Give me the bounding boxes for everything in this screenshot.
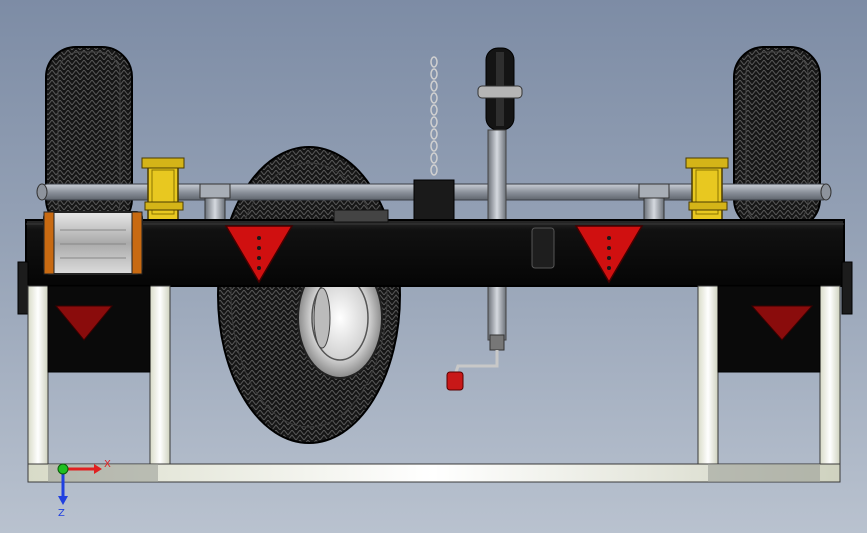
y-axis-dot [57, 463, 69, 475]
right-mudflap [717, 285, 821, 373]
right-hub-cap [820, 183, 832, 201]
coordinate-triad[interactable]: X Z [57, 459, 111, 519]
x-axis-label: X [104, 459, 111, 470]
left-hub-cap [36, 183, 48, 201]
post-right-inner [697, 285, 719, 465]
post-right-outer [819, 285, 841, 483]
axle-collar-right [638, 183, 670, 199]
frame-beam[interactable] [25, 219, 845, 287]
right-triangle-reflector [574, 225, 644, 284]
bottom-rail [27, 463, 841, 483]
z-axis-label: Z [58, 508, 65, 519]
jockey-handle[interactable] [446, 371, 464, 391]
chain-mount [413, 179, 455, 221]
bottom-rail-shadow-right [708, 464, 820, 482]
right-spring-bracket[interactable] [685, 157, 729, 223]
left-wheel[interactable] [45, 46, 133, 230]
jockey-stem-foot [489, 334, 505, 351]
left-spring-bracket[interactable] [141, 157, 185, 223]
safety-chain[interactable] [430, 56, 438, 176]
x-axis-arrowhead [94, 464, 102, 474]
post-left-outer [27, 285, 49, 483]
beam-clamp [333, 209, 389, 223]
right-wheel[interactable] [733, 46, 821, 230]
jockey-crank[interactable] [454, 350, 499, 373]
left-tail-light[interactable] [43, 211, 143, 275]
jockey-wheel[interactable] [477, 47, 523, 131]
frame-side-right [841, 261, 853, 315]
frame-side-left [17, 261, 29, 315]
left-mudflap [47, 285, 151, 373]
wiring-connector[interactable] [531, 227, 555, 269]
left-triangle-reflector [224, 225, 294, 284]
post-left-inner [149, 285, 171, 465]
axle-collar-left [199, 183, 231, 199]
z-axis-arrowhead [58, 496, 68, 505]
